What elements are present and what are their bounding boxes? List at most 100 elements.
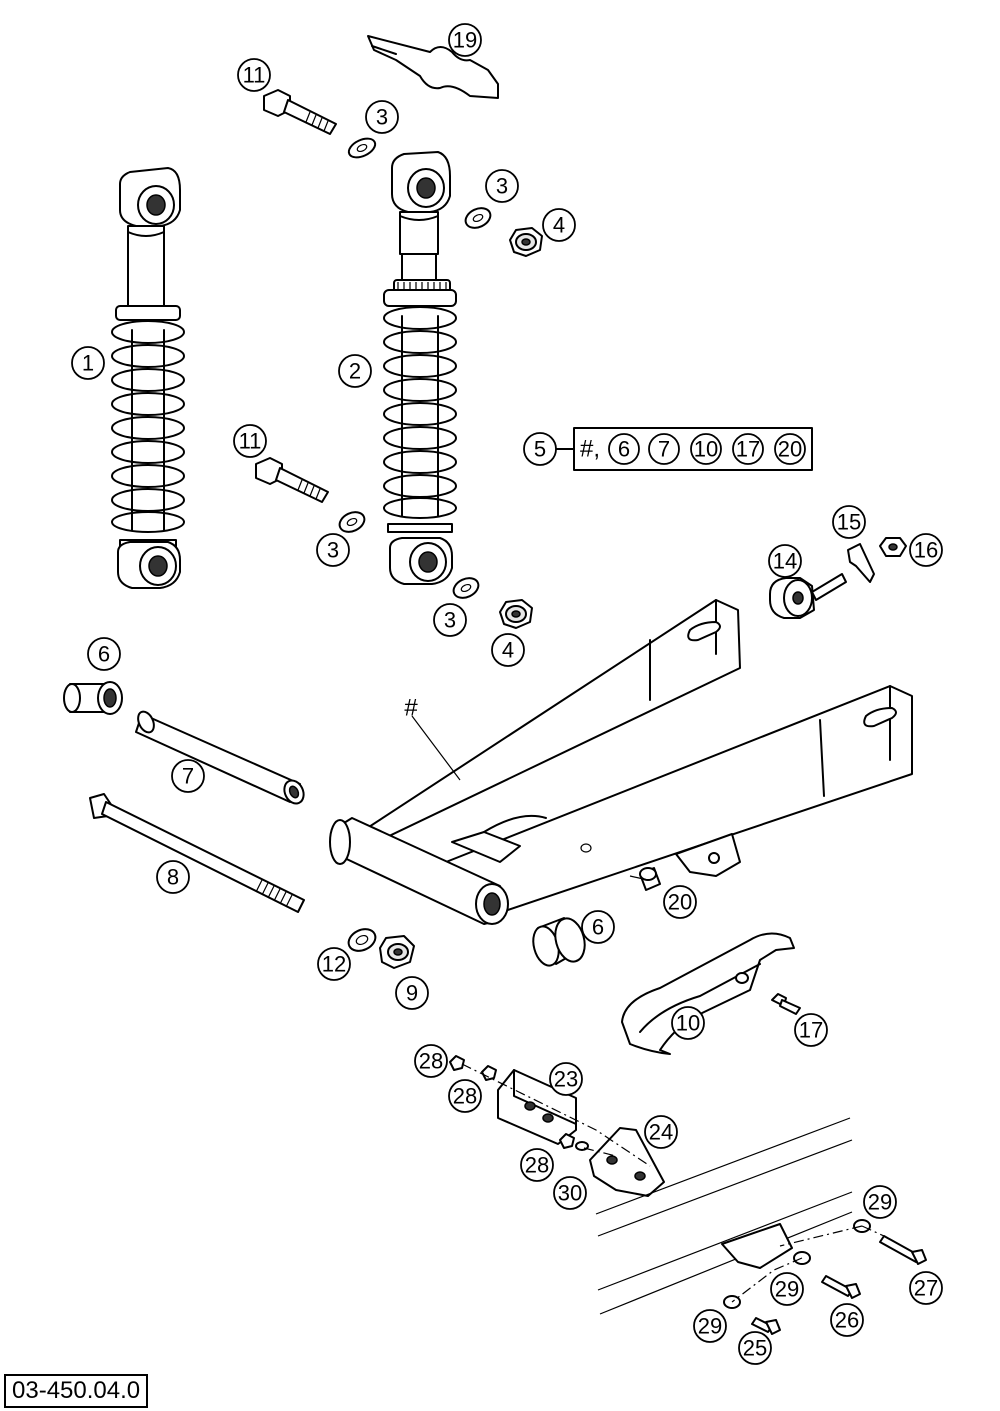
callout-kit-6: 6 <box>608 433 640 465</box>
callout-5: 5 <box>523 432 557 466</box>
swingarm <box>329 599 913 925</box>
callout-9: 9 <box>395 976 429 1010</box>
callout-30: 30 <box>553 1176 587 1210</box>
spacer-sleeve-7 <box>135 710 305 805</box>
svg-text:1: 1 <box>82 351 94 376</box>
assembly-lines <box>461 1063 885 1303</box>
callout-11-lower: 11 <box>233 424 267 458</box>
svg-text:6: 6 <box>592 915 604 940</box>
callout-kit-17: 17 <box>732 433 764 465</box>
leader-lines <box>411 715 649 881</box>
svg-text:27: 27 <box>914 1276 938 1301</box>
svg-text:30: 30 <box>558 1181 582 1206</box>
callout-15: 15 <box>832 505 866 539</box>
nut-28-a <box>449 1055 465 1071</box>
callout-6-left: 6 <box>87 637 121 671</box>
callout-26: 26 <box>830 1303 864 1337</box>
svg-text:7: 7 <box>182 764 194 789</box>
bushing-6-left <box>63 681 123 715</box>
callout-7: 7 <box>171 759 205 793</box>
drawing-number-label: 03-450.04.0 <box>4 1374 149 1408</box>
svg-text:15: 15 <box>837 510 861 535</box>
bracket-block-23 <box>497 1069 577 1145</box>
svg-text:10: 10 <box>676 1011 700 1036</box>
shock-bolt-upper-11 <box>263 89 337 135</box>
svg-text:#,: #, <box>580 436 600 463</box>
callout-28-a: 28 <box>414 1044 448 1078</box>
svg-text:3: 3 <box>376 105 388 130</box>
svg-text:11: 11 <box>243 63 266 88</box>
svg-text:3: 3 <box>327 538 339 563</box>
svg-text:8: 8 <box>167 865 179 890</box>
callout-27: 27 <box>909 1271 943 1305</box>
callout-11-upper: 11 <box>237 58 271 92</box>
callout-23: 23 <box>549 1062 583 1096</box>
callout-4-upper: 4 <box>542 208 576 242</box>
callout-29-c: 29 <box>693 1309 727 1343</box>
callout-kit-7: 7 <box>648 433 680 465</box>
chain-guide-10 <box>621 932 795 1055</box>
axle-nut-9 <box>379 935 415 969</box>
callout-3-b: 3 <box>485 169 519 203</box>
washer-12 <box>347 928 377 952</box>
svg-text:6: 6 <box>98 642 110 667</box>
svg-text:6: 6 <box>618 437 630 462</box>
svg-text:25: 25 <box>743 1336 767 1361</box>
callout-29-b: 29 <box>770 1272 804 1306</box>
callout-12: 12 <box>317 947 351 981</box>
callout-10: 10 <box>671 1006 705 1040</box>
svg-text:26: 26 <box>835 1308 859 1333</box>
callout-28-c: 28 <box>520 1148 554 1182</box>
svg-text:17: 17 <box>799 1018 823 1043</box>
washer-3-lower-right <box>452 577 480 599</box>
svg-text:29: 29 <box>775 1277 799 1302</box>
callout-kit-10: 10 <box>690 433 722 465</box>
callout-17: 17 <box>794 1013 828 1047</box>
svg-text:9: 9 <box>406 981 418 1006</box>
callout-8: 8 <box>156 860 190 894</box>
callout-6-right: 6 <box>581 910 615 944</box>
svg-text:28: 28 <box>419 1049 443 1074</box>
swingarm-axle-8 <box>89 793 305 913</box>
bushing-6-right <box>532 917 586 967</box>
svg-text:10: 10 <box>694 437 718 462</box>
chain-roller-14 <box>769 573 847 619</box>
frame-mark-hash: # <box>404 695 418 722</box>
svg-text:12: 12 <box>322 952 346 977</box>
svg-text:19: 19 <box>453 28 477 53</box>
svg-text:3: 3 <box>496 174 508 199</box>
shock-absorber-2 <box>383 151 457 585</box>
shock-bolt-lower-11 <box>255 457 329 503</box>
spanner-wrench-19 <box>367 35 499 99</box>
svg-text:7: 7 <box>658 437 670 462</box>
svg-text:4: 4 <box>553 213 565 238</box>
bushing-20 <box>639 867 661 891</box>
svg-text:16: 16 <box>914 538 938 563</box>
svg-text:2: 2 <box>349 359 361 384</box>
bolt-26 <box>821 1275 861 1299</box>
bolt-27 <box>879 1235 927 1265</box>
svg-text:28: 28 <box>525 1153 549 1178</box>
clip-15 <box>847 543 875 583</box>
callout-4-lower: 4 <box>491 633 525 667</box>
svg-text:#: # <box>404 695 418 722</box>
svg-text:23: 23 <box>554 1067 578 1092</box>
callout-29-a: 29 <box>863 1185 897 1219</box>
nut-16 <box>879 537 907 557</box>
svg-text:11: 11 <box>239 429 262 454</box>
callout-19: 19 <box>448 23 482 57</box>
callout-3-c: 3 <box>316 533 350 567</box>
svg-text:3: 3 <box>444 608 456 633</box>
washer-3-upper-right <box>464 207 492 229</box>
frame-tubes <box>595 1117 853 1315</box>
washer-3-upper-left <box>347 137 377 159</box>
callout-14: 14 <box>768 544 802 578</box>
svg-text:20: 20 <box>668 890 692 915</box>
screw-17 <box>771 993 801 1015</box>
callout-2: 2 <box>338 354 372 388</box>
nut-4-lower <box>499 599 533 629</box>
svg-text:24: 24 <box>649 1120 673 1145</box>
callout-3-d: 3 <box>433 603 467 637</box>
nut-4-upper <box>509 227 543 257</box>
